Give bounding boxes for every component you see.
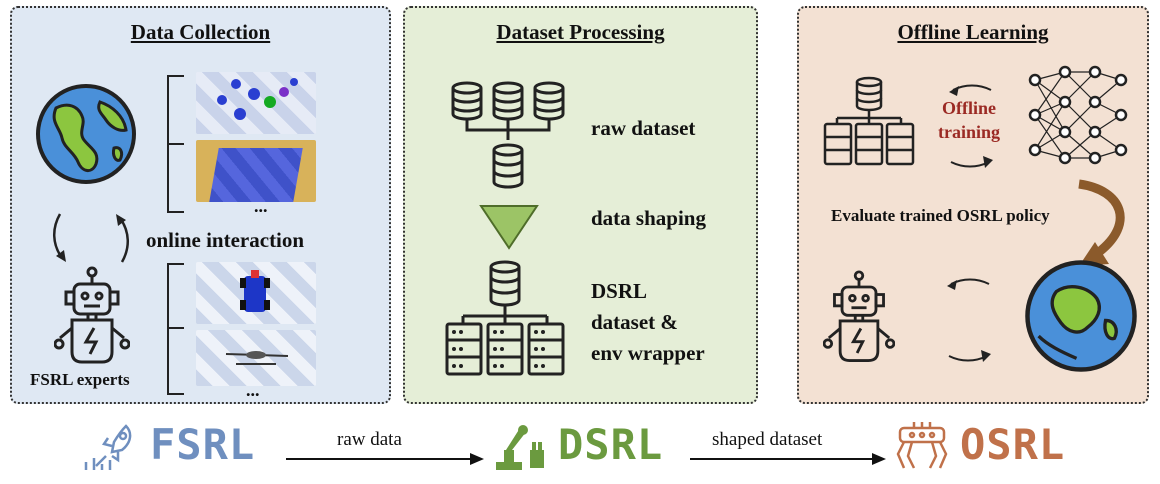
data-shaping-label: data shaping — [591, 206, 706, 230]
earth-icon — [1025, 260, 1137, 372]
shaped-dataset-label: shaped dataset — [712, 429, 823, 450]
offline-training-label: Offline training — [931, 96, 1007, 144]
raw-dataset-label: raw dataset — [591, 116, 696, 140]
ellipsis-top: ... — [254, 196, 268, 216]
curve-arrow-icon — [1078, 179, 1125, 266]
offline-cycle-arrows — [949, 84, 993, 168]
earth-icon — [36, 84, 136, 184]
offline-label-line1: Offline — [942, 98, 996, 118]
robot-arm-icon — [496, 425, 544, 470]
interaction-arrows-icon — [947, 278, 991, 362]
pipeline-arrow-1 — [286, 453, 484, 465]
dataset-processing-panel: Dataset Processing raw dataset data shap… — [403, 6, 758, 404]
robot-icon — [823, 270, 895, 362]
rocket-growth-icon — [84, 424, 132, 470]
fsrl-logo-text: FSRL — [150, 420, 256, 469]
env-thumbnail-balls — [196, 72, 316, 134]
server-icon — [445, 260, 565, 376]
pipeline-arrow-2 — [690, 453, 886, 465]
funnel-arrow-icon — [479, 205, 539, 250]
online-interaction-label: online interaction — [146, 228, 305, 252]
cycle-arrows-icon — [53, 213, 129, 263]
dsrl-label-line2: dataset & — [591, 310, 678, 334]
offline-learning-title: Offline Learning — [897, 20, 1049, 44]
data-collection-panel: Data Collection FSRL experts — [10, 6, 391, 404]
env-thumbnail-drone — [196, 330, 316, 386]
data-collection-title: Data Collection — [130, 20, 271, 44]
raw-data-label: raw data — [337, 429, 402, 450]
database-icon — [451, 81, 565, 189]
dsrl-logo-text: DSRL — [558, 420, 664, 469]
env-thumbnail-track — [196, 140, 316, 202]
robot-icon — [54, 266, 130, 364]
database-server-icon — [823, 76, 915, 166]
evaluate-label: Evaluate trained OSRL policy — [831, 206, 1050, 225]
env-thumbnail-car — [196, 262, 316, 324]
bracket-top — [167, 75, 184, 213]
dsrl-dataset-label: DSRL dataset & env wrapper — [591, 276, 705, 369]
offline-label-line2: training — [937, 122, 1000, 142]
ellipsis-bottom: ... — [246, 380, 260, 400]
neural-network-icon — [1028, 65, 1128, 165]
fsrl-experts-label: FSRL experts — [30, 370, 130, 389]
bracket-bottom — [167, 263, 184, 395]
dsrl-label-line1: DSRL — [591, 279, 648, 303]
quadruped-robot-icon — [896, 422, 948, 469]
osrl-logo-text: OSRL — [960, 420, 1066, 469]
dataset-processing-title: Dataset Processing — [496, 20, 665, 44]
dsrl-label-line3: env wrapper — [591, 341, 705, 365]
offline-learning-panel: Offline Learning Offline training — [797, 6, 1149, 404]
